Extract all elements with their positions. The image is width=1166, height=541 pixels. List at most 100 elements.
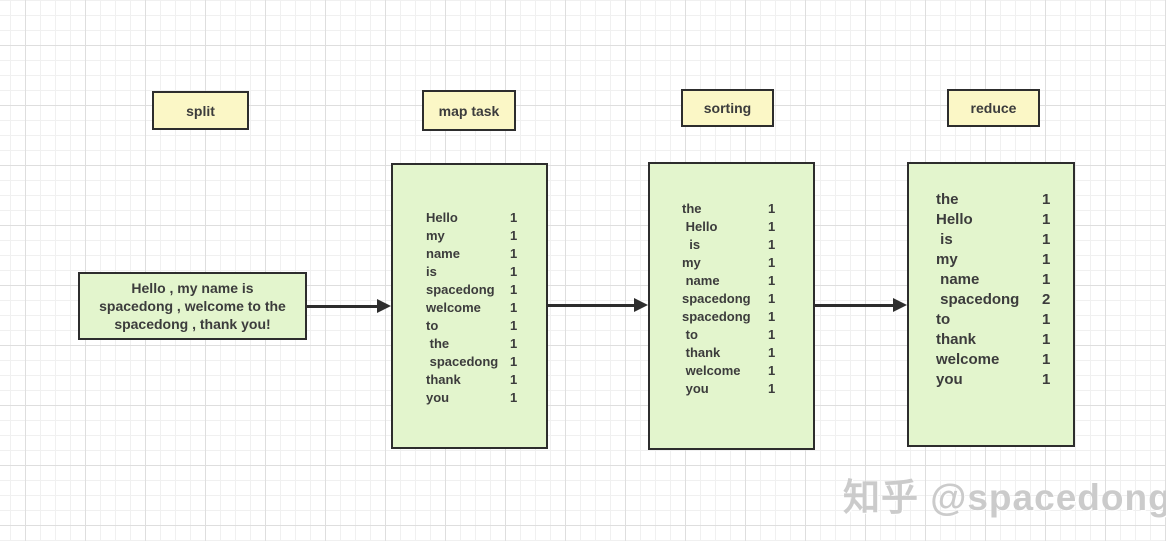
- word-count-row: my 1: [426, 227, 546, 245]
- count-label: 1: [768, 345, 776, 360]
- word-label: is: [426, 264, 437, 279]
- count-label: 1: [768, 219, 776, 234]
- word-count-row: to 1: [426, 317, 546, 335]
- input-sentence-box: Hello , my name is spacedong , welcome t…: [78, 272, 307, 340]
- word-label: spacedong: [936, 291, 1020, 308]
- count-label: 1: [510, 336, 518, 351]
- arrow-map-to-sorting-head-icon: [634, 298, 648, 312]
- arrow-input-to-map: [307, 305, 379, 308]
- word-label: Hello: [426, 210, 458, 225]
- count-label: 1: [1042, 231, 1051, 248]
- word-label: you: [936, 371, 963, 388]
- word-label: the: [936, 191, 959, 208]
- word-label: welcome: [682, 363, 741, 378]
- count-label: 1: [1042, 251, 1051, 268]
- count-label: 1: [510, 264, 518, 279]
- word-label: name: [426, 246, 460, 261]
- stage-label-split-text: split: [186, 102, 215, 119]
- word-label: you: [682, 381, 709, 396]
- word-label: name: [936, 271, 980, 288]
- word-label: is: [682, 237, 701, 252]
- word-count-row: to 1: [682, 326, 813, 344]
- word-label: to: [936, 311, 951, 328]
- stage-label-reduce: reduce: [947, 89, 1040, 127]
- count-label: 1: [510, 210, 518, 225]
- count-label: 1: [510, 390, 518, 405]
- word-label: spacedong: [682, 291, 751, 306]
- arrow-map-to-sorting: [548, 304, 635, 307]
- word-label: is: [936, 231, 953, 248]
- count-label: 1: [510, 372, 518, 387]
- count-label: 2: [1042, 291, 1051, 308]
- count-label: 1: [768, 327, 776, 342]
- word-count-row: name 1: [936, 270, 1073, 290]
- zhihu-watermark: 知乎 @spacedong: [843, 477, 1166, 518]
- count-label: 1: [1042, 271, 1051, 288]
- word-label: my: [426, 228, 445, 243]
- word-count-row: spacedong 1: [682, 290, 813, 308]
- word-label: to: [682, 327, 698, 342]
- count-label: 1: [510, 318, 518, 333]
- word-count-row: you 1: [936, 370, 1073, 390]
- word-label: thank: [936, 331, 977, 348]
- word-label: the: [426, 336, 450, 351]
- word-count-row: Hello 1: [936, 210, 1073, 230]
- word-label: my: [936, 251, 958, 268]
- count-label: 1: [510, 228, 518, 243]
- word-count-row: the 1: [426, 335, 546, 353]
- word-label: Hello: [936, 211, 973, 228]
- count-label: 1: [768, 255, 776, 270]
- stage-label-map-task-text: map task: [438, 102, 500, 119]
- stage-label-sorting-text: sorting: [703, 100, 752, 116]
- word-count-row: spacedong 1: [682, 308, 813, 326]
- count-label: 1: [768, 273, 776, 288]
- word-label: spacedong: [682, 309, 751, 324]
- count-label: 1: [510, 354, 518, 369]
- word-label: to: [426, 318, 439, 333]
- word-label: Hello: [682, 219, 718, 234]
- count-label: 1: [1042, 371, 1051, 388]
- word-count-row: spacedong 2: [936, 290, 1073, 310]
- input-sentence-text: Hello , my name is spacedong , welcome t…: [99, 280, 286, 332]
- count-label: 1: [768, 381, 776, 396]
- word-label: my: [682, 255, 701, 270]
- count-label: 1: [510, 300, 518, 315]
- word-count-row: my 1: [936, 250, 1073, 270]
- stage-label-sorting: sorting: [681, 89, 774, 127]
- word-label: spacedong: [426, 282, 495, 297]
- word-count-row: is 1: [426, 263, 546, 281]
- word-label: thank: [426, 372, 461, 387]
- arrow-input-to-map-head-icon: [377, 299, 391, 313]
- word-label: name: [682, 273, 720, 288]
- word-count-row: thank 1: [936, 330, 1073, 350]
- count-label: 1: [1042, 191, 1051, 208]
- count-label: 1: [768, 291, 776, 306]
- word-label: spacedong: [426, 354, 499, 369]
- count-label: 1: [1042, 211, 1051, 228]
- count-label: 1: [768, 309, 776, 324]
- word-count-row: Hello 1: [682, 218, 813, 236]
- word-label: welcome: [936, 351, 1000, 368]
- count-label: 1: [768, 363, 776, 378]
- stage-label-reduce-text: reduce: [970, 100, 1017, 116]
- word-label: you: [426, 390, 450, 405]
- word-count-row: spacedong 1: [426, 353, 546, 371]
- word-count-row: the 1: [936, 190, 1073, 210]
- word-count-row: name 1: [682, 272, 813, 290]
- word-label: thank: [682, 345, 721, 360]
- word-count-row: my 1: [682, 254, 813, 272]
- count-label: 1: [1042, 351, 1051, 368]
- count-label: 1: [1042, 331, 1051, 348]
- word-count-row: thank 1: [682, 344, 813, 362]
- stage-label-split: split: [152, 91, 249, 130]
